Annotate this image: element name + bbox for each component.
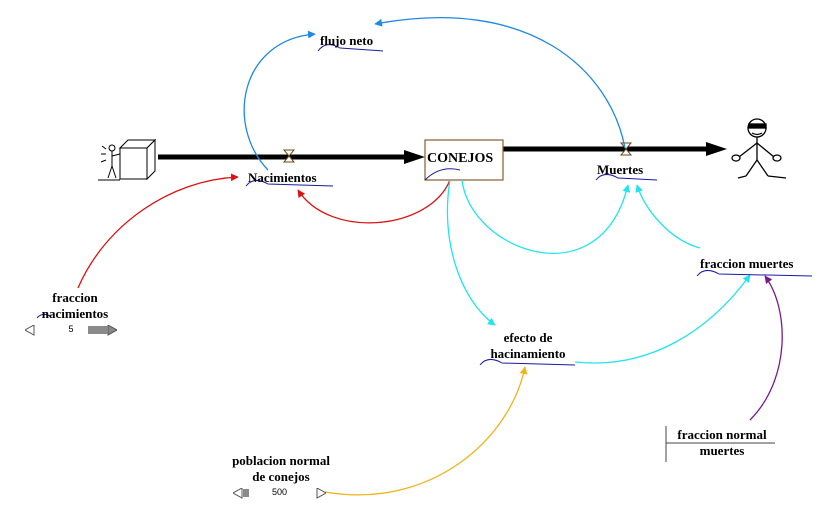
- normal-death-line1: fraccion normal: [677, 427, 767, 442]
- normal-population-slider[interactable]: 500: [233, 487, 326, 499]
- normal-death-line2: muertes: [699, 443, 745, 458]
- death-fraction-label[interactable]: fraccion muertes: [700, 256, 794, 271]
- slider-arrows-icon: [25, 325, 117, 336]
- normal-population-label[interactable]: poblacion normal de conejos: [218, 453, 344, 485]
- label-underlines: [36, 44, 813, 366]
- link-crowding-to-death-fraction: [574, 274, 751, 364]
- link-deaths-to-net-flow-2: [374, 16, 626, 149]
- birth-fraction-slider[interactable]: 5: [25, 324, 117, 336]
- normal-death-fraction-label[interactable]: fraccion normal muertes: [667, 427, 777, 459]
- birth-fraction-label[interactable]: fraccion nacimientos: [30, 290, 120, 322]
- link-stock-to-deaths: [461, 179, 631, 254]
- link-death-fraction-to-deaths: [635, 184, 701, 249]
- link-stock-to-births: [297, 179, 451, 224]
- constant-box-lines: [665, 426, 775, 462]
- link-stock-to-crowding: [446, 179, 496, 326]
- crowding-effect-label[interactable]: efecto de hacinamiento: [478, 330, 578, 362]
- link-normal-pop-to-crowding: [324, 366, 528, 496]
- normal-pop-line1: poblacion normal: [232, 453, 330, 468]
- crowding-line1: efecto de: [503, 330, 553, 345]
- births-valve-icon: [282, 149, 296, 163]
- birth-fraction-value: 5: [68, 324, 74, 334]
- deaths-flow-label[interactable]: Muertes: [597, 162, 644, 177]
- birth-fraction-line2: nacimientos: [41, 306, 109, 321]
- link-birth-fraction-to-births: [77, 173, 239, 289]
- births-flow-label[interactable]: Nacimientos: [248, 170, 317, 185]
- slider-arrows-icon: [233, 488, 326, 499]
- normal-population-value: 500: [271, 487, 288, 497]
- source-box-icon: [98, 138, 157, 181]
- net-flow-label[interactable]: flujo neto: [320, 33, 374, 48]
- deaths-valve-icon: [619, 142, 633, 156]
- stock-box: [424, 139, 504, 181]
- link-deaths-to-net-flow: [243, 30, 316, 171]
- link-normal-death-to-death-fraction: [749, 275, 783, 421]
- crowding-line2: hacinamiento: [490, 346, 566, 361]
- sink-figure-icon: [731, 118, 787, 179]
- normal-pop-line2: de conejos: [252, 469, 310, 484]
- stock-label[interactable]: CONEJOS: [427, 151, 494, 166]
- birth-fraction-line1: fraccion: [52, 290, 98, 305]
- births-flow-arrowhead: [404, 150, 425, 164]
- deaths-flow-arrowhead: [706, 142, 727, 156]
